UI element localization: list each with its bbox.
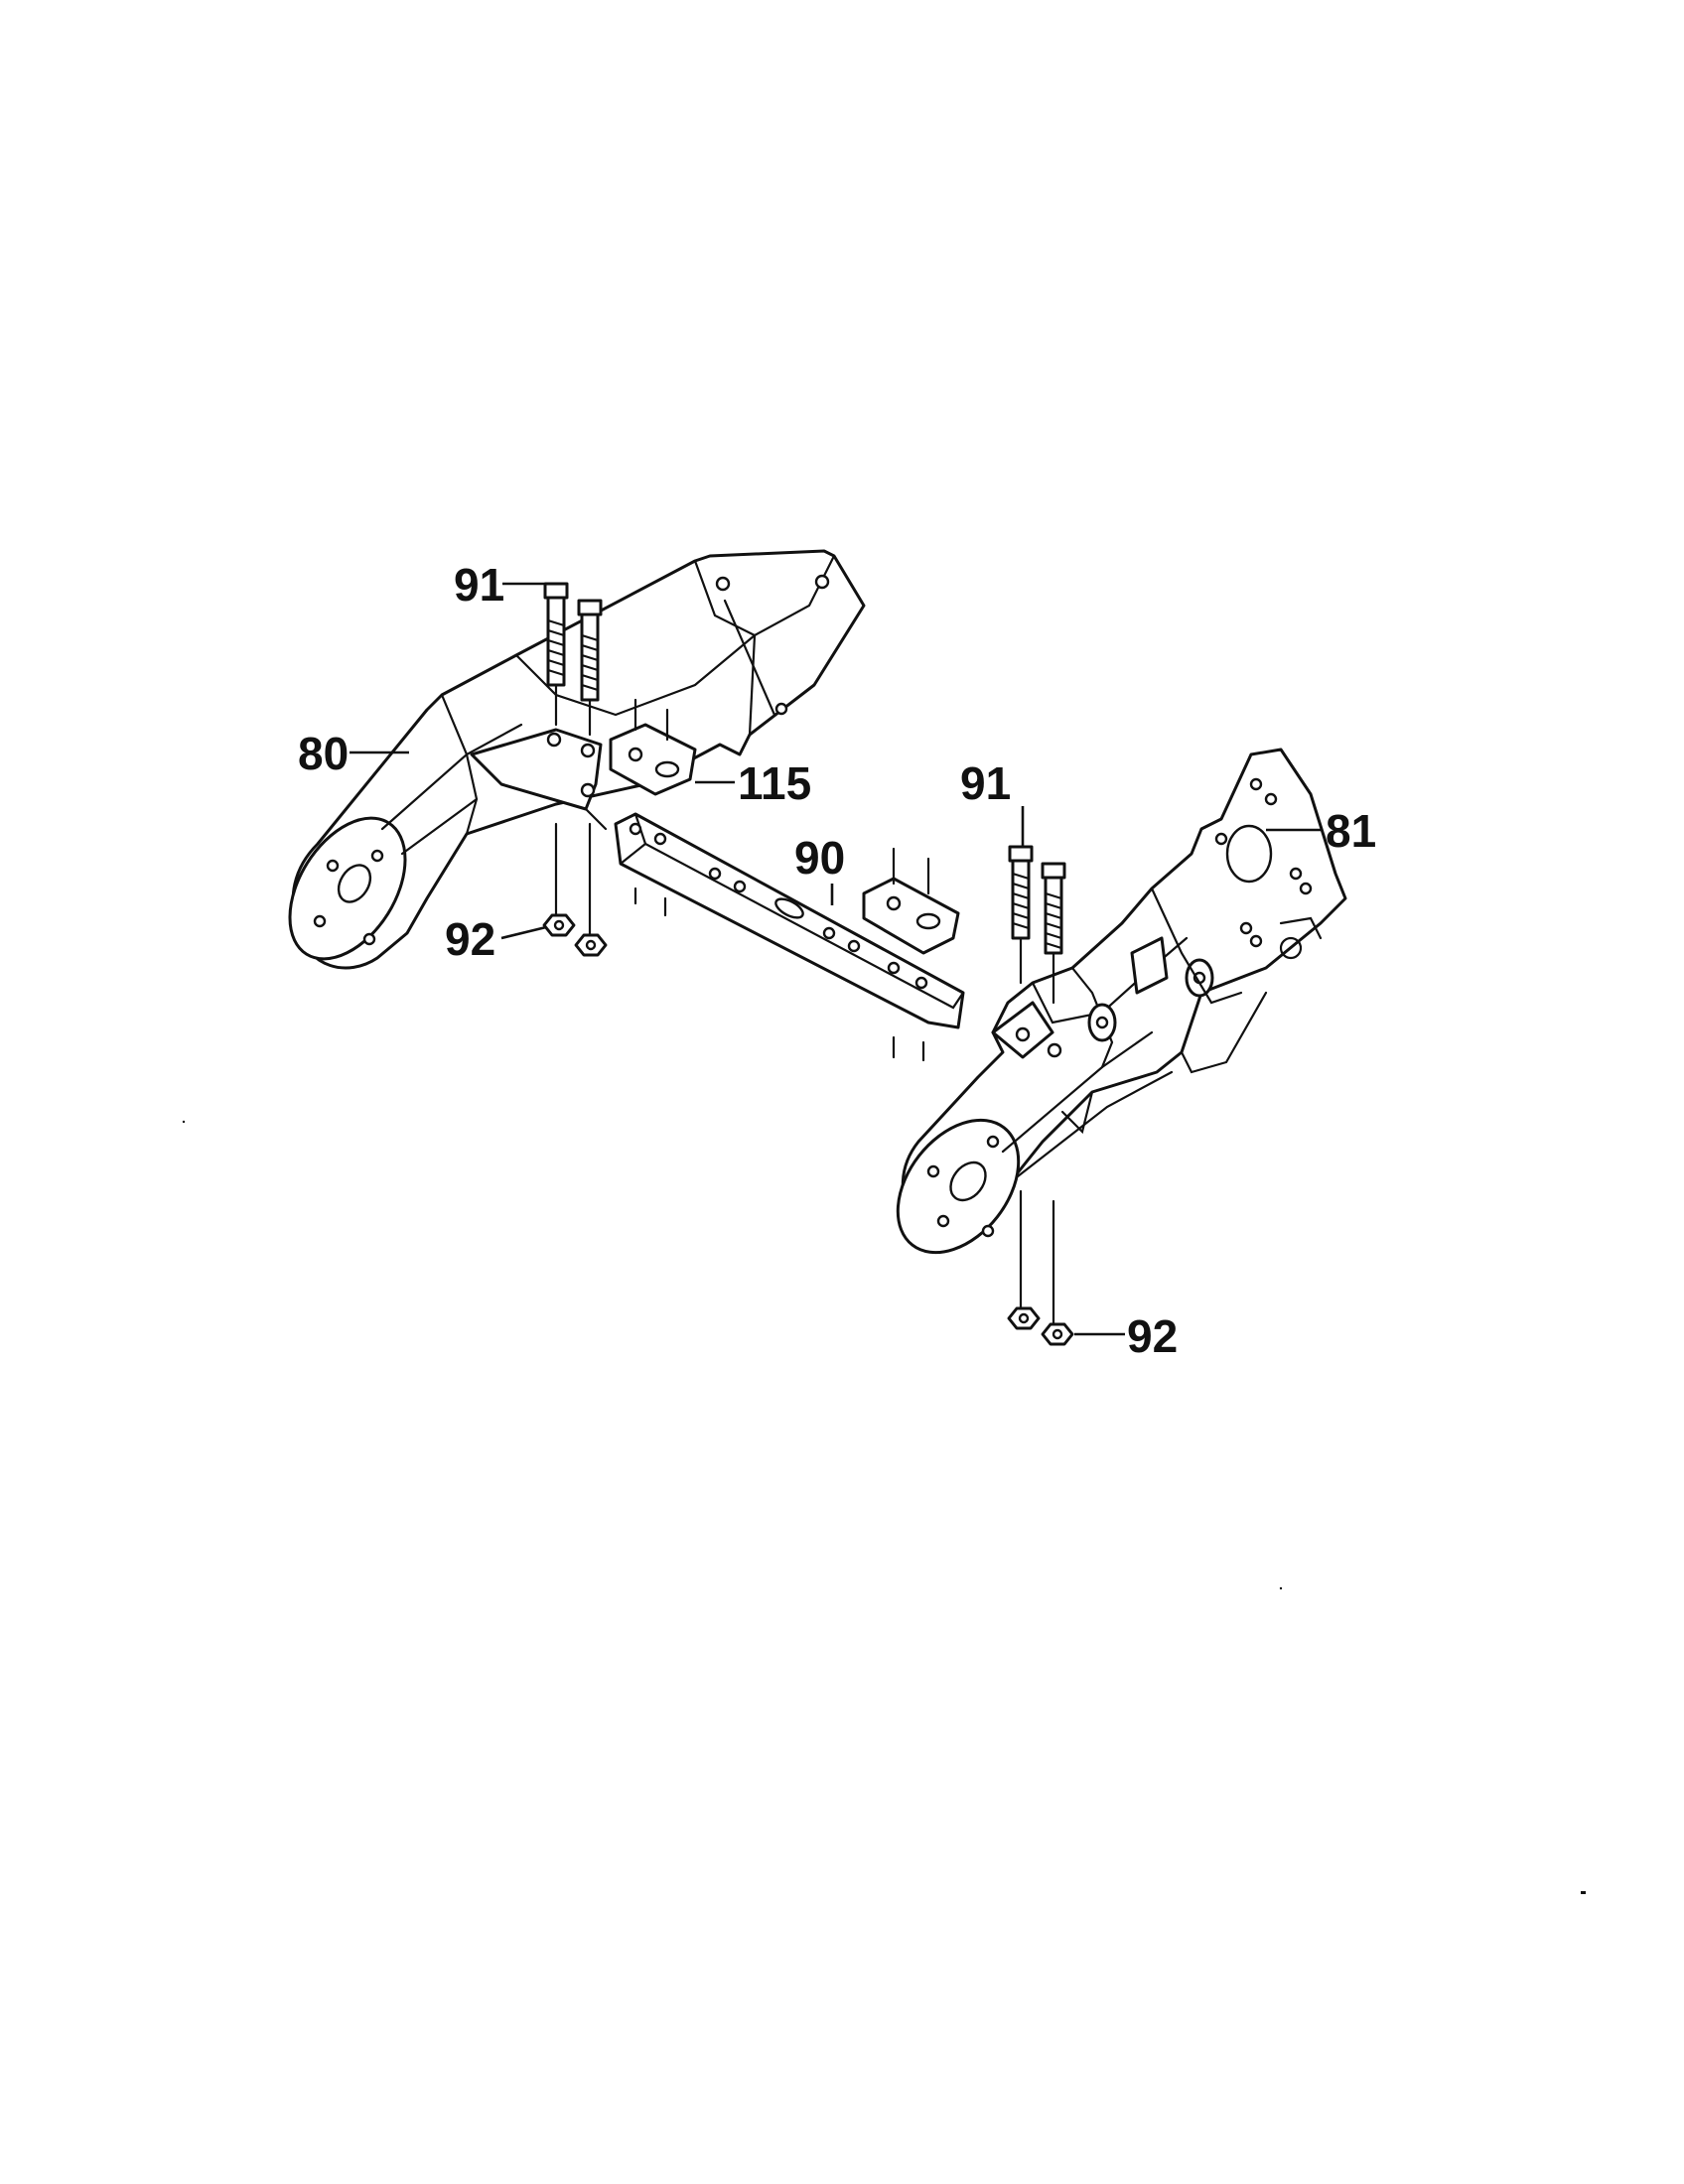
callout-80: 80: [298, 728, 349, 779]
left-side-plate-80: [288, 549, 866, 970]
callout-115: 115: [738, 757, 811, 809]
right-side-plate-81: [896, 748, 1347, 1255]
right-nuts-92: [1007, 1189, 1074, 1346]
callout-92-left: 92: [445, 913, 495, 965]
left-nuts-92: [542, 822, 608, 957]
leader-lines: [350, 582, 1321, 1336]
right-bolts-91: [1008, 845, 1066, 1005]
callout-92-right: 92: [1127, 1310, 1178, 1362]
left-bolts-91: [543, 582, 603, 737]
scan-speck: [1279, 1586, 1283, 1590]
scan-speck: [1581, 1891, 1586, 1894]
small-clamp-plate: [862, 847, 960, 1062]
callout-91-left: 91: [454, 559, 504, 611]
bracket-115: [609, 698, 697, 796]
callout-90: 90: [794, 832, 845, 884]
cross-channel-90: [614, 812, 965, 1029]
callout-81: 81: [1326, 805, 1376, 857]
scan-speck: [182, 1120, 186, 1124]
callout-91-right: 91: [960, 757, 1011, 809]
